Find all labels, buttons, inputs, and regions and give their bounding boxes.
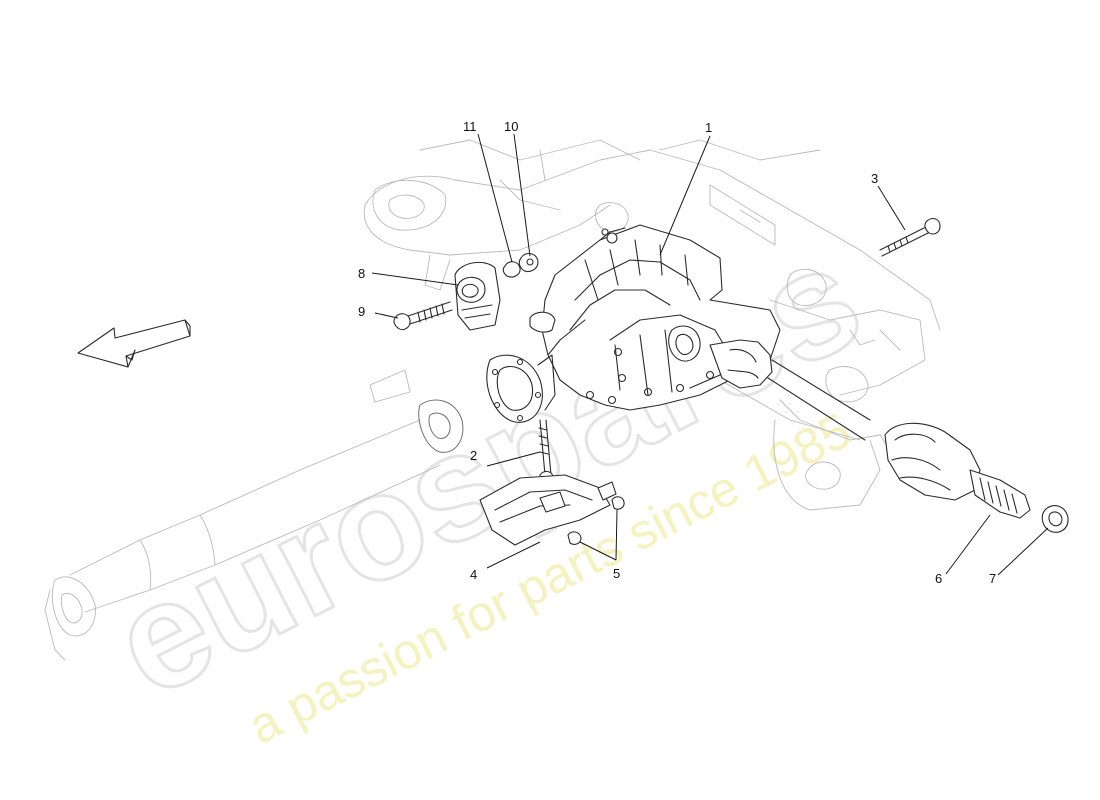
drive-shaft xyxy=(709,339,1069,533)
callout-3: 3 xyxy=(871,171,878,186)
callout-8: 8 xyxy=(358,266,365,281)
leader-lines xyxy=(371,133,1049,576)
callout-labels: 1 2 3 4 5 6 7 8 9 10 11 xyxy=(358,119,996,586)
callout-10: 10 xyxy=(504,119,518,134)
callout-2: 2 xyxy=(470,448,477,463)
callout-4: 4 xyxy=(470,567,477,582)
mount-bush xyxy=(454,253,539,331)
bolt-3 xyxy=(879,217,941,257)
bolt-9 xyxy=(393,301,453,331)
propeller-shaft xyxy=(44,369,464,661)
heat-shield xyxy=(479,419,625,546)
callout-9: 9 xyxy=(358,304,365,319)
direction-arrow-icon xyxy=(77,319,191,368)
callout-7: 7 xyxy=(989,571,996,586)
callout-11: 11 xyxy=(463,119,477,134)
callout-6: 6 xyxy=(935,571,942,586)
callout-5: 5 xyxy=(613,566,620,581)
callout-1: 1 xyxy=(705,120,712,135)
